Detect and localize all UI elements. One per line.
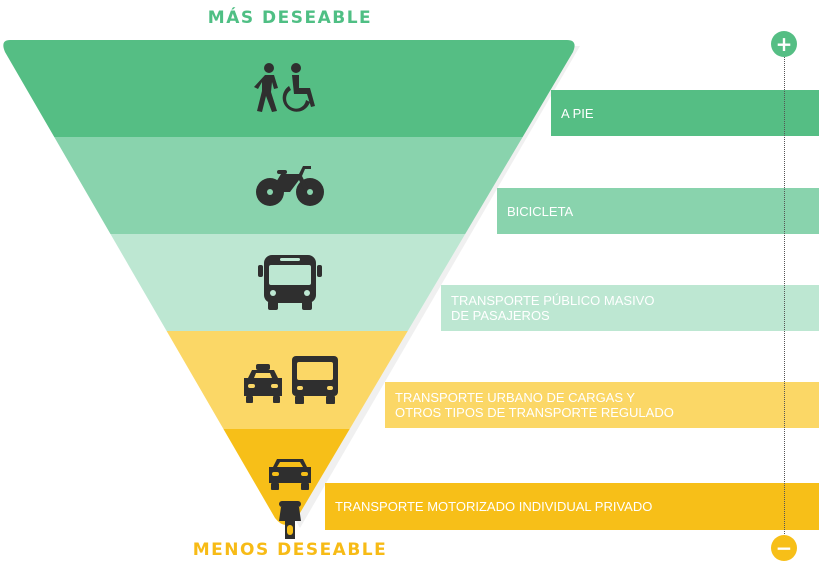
bus-icon [258,253,322,315]
level-label-line: OTROS TIPOS DE TRANSPORTE REGULADO [395,405,674,420]
level-label-line: BICICLETA [507,203,574,219]
title-least-desirable: MENOS DESEABLE [192,540,388,560]
desirability-scale-line [784,52,785,542]
level-label-line: TRANSPORTE MOTORIZADO INDIVIDUAL PRIVADO [335,499,653,514]
minus-icon: − [771,535,797,561]
bicycle-icon [255,162,325,212]
car-motorcycle-icon [267,455,313,545]
level-band-1: A PIE [551,90,819,136]
level-band-5: TRANSPORTE MOTORIZADO INDIVIDUAL PRIVADO [325,483,819,530]
level-label-line: A PIE [561,105,594,121]
title-most-desirable: MÁS DESEABLE [207,8,373,28]
level-band-2: BICICLETA [497,188,819,234]
pedestrian-wheelchair-icon [252,62,328,118]
plus-icon: + [771,31,797,57]
taxi-truck-icon [242,354,338,410]
level-label-line: TRANSPORTE PÚBLICO MASIVO [451,293,655,308]
level-label-line: DE PASAJEROS [451,308,550,323]
level-label-line: TRANSPORTE URBANO DE CARGAS Y [395,390,636,405]
